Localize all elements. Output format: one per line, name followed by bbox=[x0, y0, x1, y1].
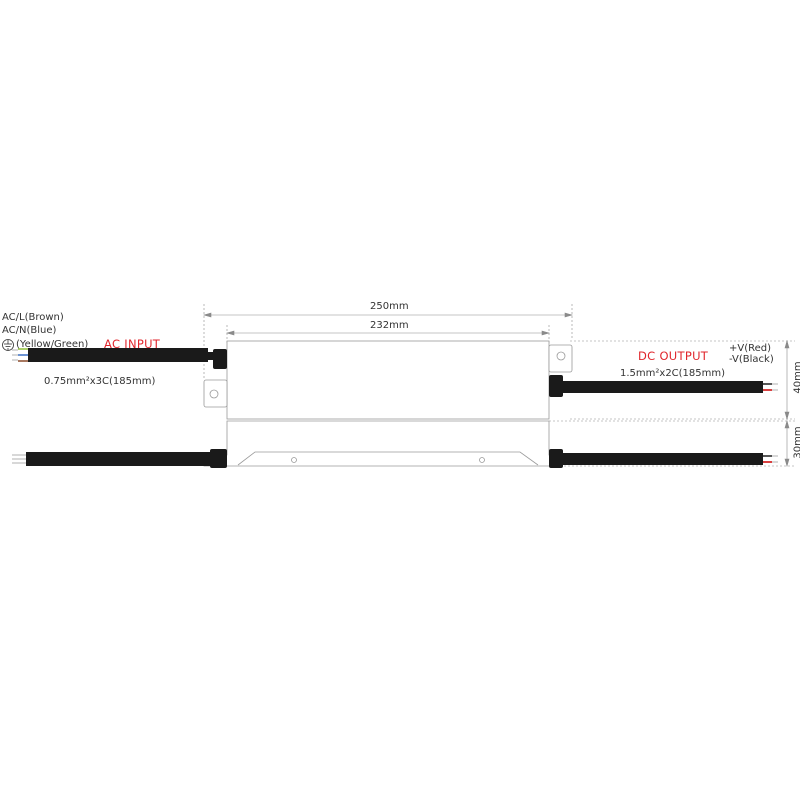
dimension-232 bbox=[225, 325, 551, 345]
housing-side-view bbox=[203, 420, 561, 467]
mounting-ear-left bbox=[203, 379, 228, 408]
ac-cable-spec: 0.75mm²x3C(185mm) bbox=[44, 376, 156, 387]
dimension-30-label: 30mm bbox=[792, 426, 800, 459]
dimension-40-label: 40mm bbox=[792, 361, 800, 394]
dc-output-cable-side bbox=[549, 449, 778, 468]
dc-neg-black-label: -V(Black) bbox=[729, 354, 774, 365]
housing-top-view bbox=[226, 340, 550, 420]
ac-input-title: AC INPUT bbox=[104, 337, 161, 351]
ac-input-cable-side bbox=[12, 449, 227, 468]
dimension-40 bbox=[570, 339, 795, 421]
dc-cable-spec: 1.5mm²x2C(185mm) bbox=[620, 368, 726, 379]
ac-n-blue-label: AC/N(Blue) bbox=[2, 325, 57, 336]
dc-output-cable-top bbox=[549, 375, 778, 397]
dc-output-title: DC OUTPUT bbox=[638, 349, 709, 363]
dimension-232-label: 232mm bbox=[370, 320, 409, 331]
earth-yellow-green-label: (Yellow/Green) bbox=[16, 339, 89, 350]
ac-input-cable-top bbox=[12, 348, 227, 369]
ac-l-brown-label: AC/L(Brown) bbox=[2, 312, 64, 323]
dimension-30 bbox=[549, 419, 795, 468]
mounting-ear-right bbox=[548, 344, 573, 373]
dimension-250-label: 250mm bbox=[370, 301, 409, 312]
dimension-250 bbox=[202, 304, 574, 378]
earth-ground-icon bbox=[2, 339, 14, 351]
dc-pos-red-label: +V(Red) bbox=[729, 343, 772, 354]
